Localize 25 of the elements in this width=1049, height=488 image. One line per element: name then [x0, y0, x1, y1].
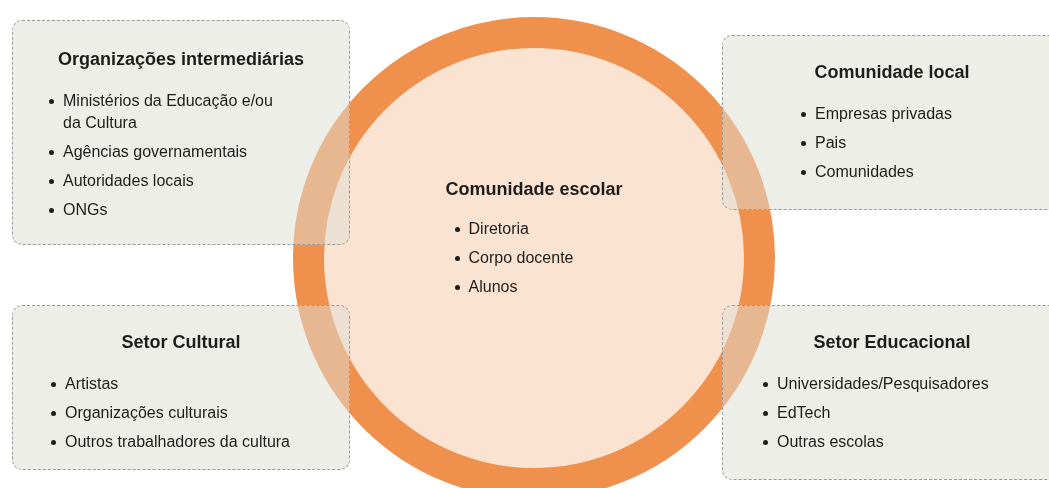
list-item: Artistas	[65, 374, 119, 394]
list-item: Organizações culturais	[65, 403, 228, 423]
list-item: Outros trabalhadores da cultura	[65, 432, 290, 452]
heading: Setor Cultural	[120, 332, 242, 353]
heading: Setor Educacional	[812, 332, 972, 353]
heading: Comunidade escolar	[445, 178, 623, 200]
list-item: Corpo docente	[468, 247, 574, 268]
list-item: Comunidades	[815, 162, 914, 182]
list-item: ONGs	[63, 200, 108, 220]
list-item: Alunos	[468, 276, 518, 297]
dashed-box	[12, 20, 350, 245]
list-item: Empresas privadas	[815, 104, 952, 124]
list-item: Universidades/Pesquisadores	[777, 374, 989, 394]
dashed-box	[722, 305, 1049, 480]
list-item: Ministérios da Educação e/ou da Cultura	[63, 91, 274, 133]
list-item: EdTech	[777, 403, 831, 423]
list-item: Autoridades locais	[63, 171, 194, 191]
list-item: Pais	[815, 133, 847, 153]
list-item: Outras escolas	[777, 432, 884, 452]
dashed-box	[722, 35, 1049, 210]
heading: Organizações intermediárias	[56, 49, 306, 70]
heading: Comunidade local	[813, 62, 971, 83]
dashed-box	[12, 305, 350, 470]
list-item: Diretoria	[468, 218, 529, 239]
list-item: Agências governamentais	[63, 142, 248, 162]
